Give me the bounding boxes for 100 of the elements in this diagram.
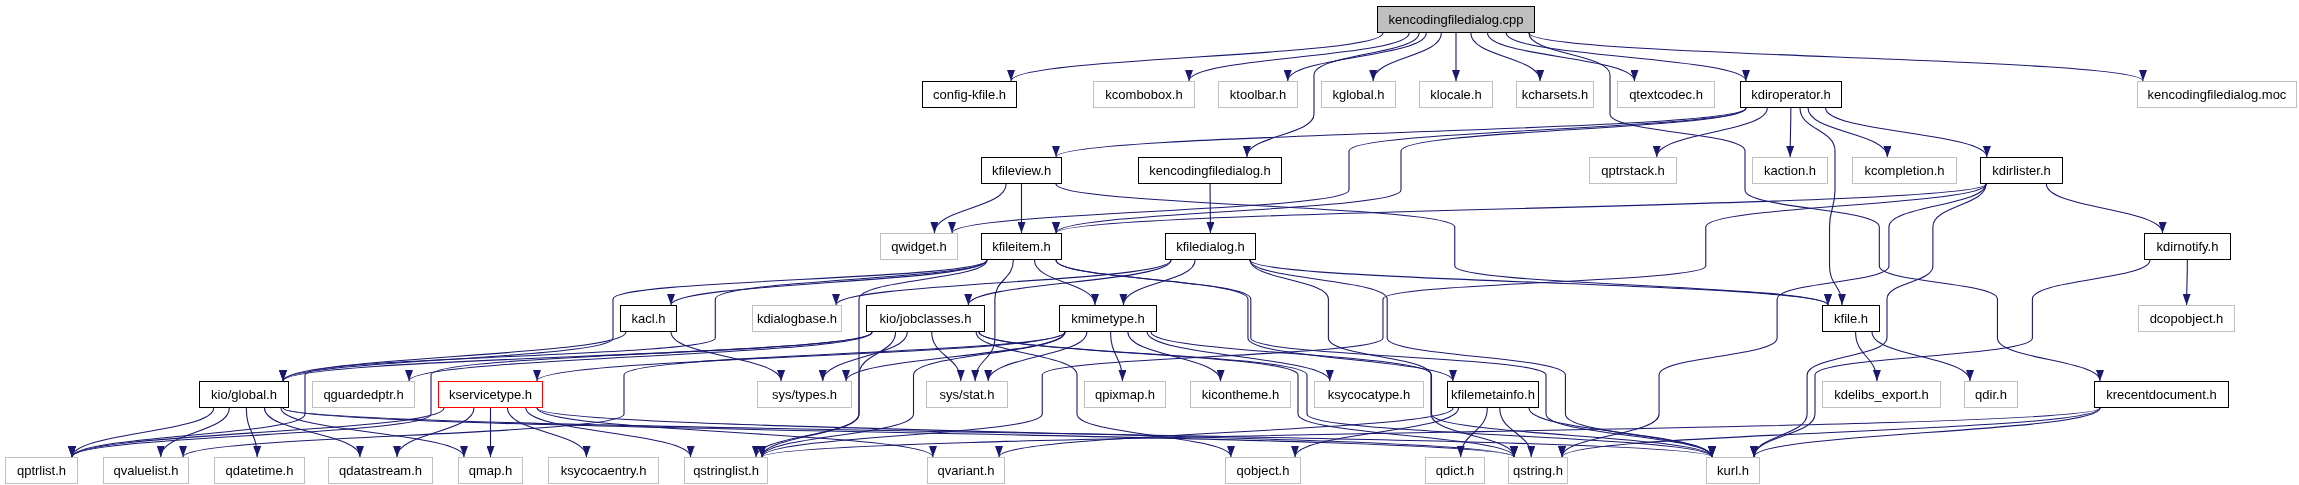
file-node: kfileitem.h	[981, 233, 1062, 260]
arrow	[1150, 331, 1713, 458]
file-node: kaction.h	[1752, 157, 1828, 184]
file-node: kfileview.h	[981, 157, 1062, 184]
file-node: qmap.h	[458, 457, 523, 484]
arrow	[1146, 331, 1331, 382]
file-node: config-kfile.h	[922, 81, 1017, 108]
arrow	[1017, 183, 1026, 234]
arrow	[1751, 183, 1987, 458]
file-node: qstring.h	[1508, 457, 1568, 484]
file-node: kencodingfiledialog.h	[1138, 157, 1282, 184]
file-node: qdir.h	[1964, 381, 2018, 408]
file-node: qptrstack.h	[1589, 157, 1677, 184]
arrow	[1807, 107, 1890, 158]
file-node: qdatastream.h	[328, 457, 433, 484]
arrow	[1287, 32, 1427, 82]
arrow	[998, 407, 1454, 458]
arrow	[1528, 32, 2101, 382]
arrow	[1561, 407, 2101, 458]
file-node: kdialogbase.h	[752, 305, 842, 332]
file-node: kacl.h	[620, 305, 677, 332]
arrow	[1245, 32, 1420, 158]
file-node: krecentdocument.h	[2094, 381, 2229, 408]
file-node: qdatetime.h	[214, 457, 305, 484]
arrow	[670, 259, 988, 306]
arrow	[1121, 259, 1196, 306]
arrow	[1010, 32, 1384, 82]
arrow	[71, 407, 445, 458]
file-node: kmimetype.h	[1059, 305, 1157, 332]
arrow	[158, 407, 230, 458]
arrow	[1033, 259, 1098, 306]
file-node: kservicetype.h	[438, 381, 543, 408]
file-node: qvariant.h	[927, 457, 1005, 484]
arrow	[1799, 107, 1846, 306]
file-node: sys/types.h	[757, 381, 852, 408]
arrow	[536, 407, 934, 458]
arrow	[1055, 183, 1987, 235]
arrow	[1871, 331, 1972, 382]
arrow	[1505, 32, 1747, 82]
file-node: kcombobox.h	[1093, 81, 1195, 108]
arrow	[395, 407, 475, 458]
arrow	[525, 407, 692, 458]
arrow	[1110, 331, 1127, 382]
arrow	[1188, 32, 1410, 82]
arrow	[71, 331, 873, 458]
file-node: kfilemetainfo.h	[1447, 381, 1539, 408]
file-node: qptrlist.h	[5, 457, 78, 484]
file-node: kdiroperator.h	[1740, 81, 1842, 108]
arrow	[1127, 331, 1222, 382]
file-node: kio/global.h	[199, 381, 289, 408]
arrow	[1371, 32, 1442, 82]
arrow	[1855, 331, 1881, 382]
arrow	[1528, 32, 2144, 82]
file-node: dcopobject.h	[2138, 305, 2235, 332]
file-node: sys/stat.h	[926, 381, 1008, 408]
file-node: qwidget.h	[880, 233, 958, 260]
arrow	[932, 183, 1007, 234]
arrow	[670, 331, 782, 382]
arrow	[506, 407, 589, 458]
arrow	[1825, 107, 1988, 158]
arrow	[1206, 183, 1215, 234]
file-node: qobject.h	[1225, 457, 1301, 484]
file-node: kicontheme.h	[1190, 381, 1291, 408]
arrow	[1452, 32, 1460, 82]
arrow	[71, 407, 215, 458]
arrow	[967, 259, 1172, 306]
file-node: kdirnotify.h	[2144, 233, 2231, 260]
file-node: kcharsets.h	[1516, 81, 1594, 108]
file-node: ksycocaentry.h	[548, 457, 659, 484]
file-node: qdict.h	[1425, 457, 1485, 484]
source-file-node: kencodingfiledialog.cpp	[1377, 6, 1535, 33]
file-node: kfiledialog.h	[1165, 233, 1256, 260]
arrow	[1786, 107, 1795, 158]
arrow	[2182, 259, 2191, 306]
arrow	[182, 331, 1066, 458]
arrow	[1055, 259, 1454, 382]
file-node: qvaluelist.h	[103, 457, 189, 484]
file-node: kfile.h	[1822, 305, 1880, 332]
arrow	[971, 259, 1014, 382]
arrow	[931, 331, 964, 382]
arrow	[761, 183, 1987, 458]
file-node: kcompletion.h	[1852, 157, 1957, 184]
arrow	[1470, 32, 1543, 82]
arrow	[486, 407, 495, 458]
file-node: qtextcodec.h	[1617, 81, 1715, 108]
file-node: ktoolbar.h	[1218, 81, 1298, 108]
arrow	[245, 407, 261, 458]
file-node: qguardedptr.h	[312, 381, 415, 408]
file-node: kdelibs_export.h	[1822, 381, 1941, 408]
arrow	[1499, 407, 1535, 458]
arrow	[1294, 407, 1460, 458]
arrow	[1055, 107, 1747, 158]
arrow	[986, 331, 1088, 382]
arrow	[1655, 107, 1768, 158]
arrow	[1249, 259, 1829, 306]
file-node: qpixmap.h	[1084, 381, 1166, 408]
arrow	[975, 331, 1232, 458]
file-node: kencodingfiledialog.moc	[2137, 81, 2297, 108]
file-node: qstringlist.h	[684, 457, 768, 484]
arrow	[978, 331, 1713, 458]
